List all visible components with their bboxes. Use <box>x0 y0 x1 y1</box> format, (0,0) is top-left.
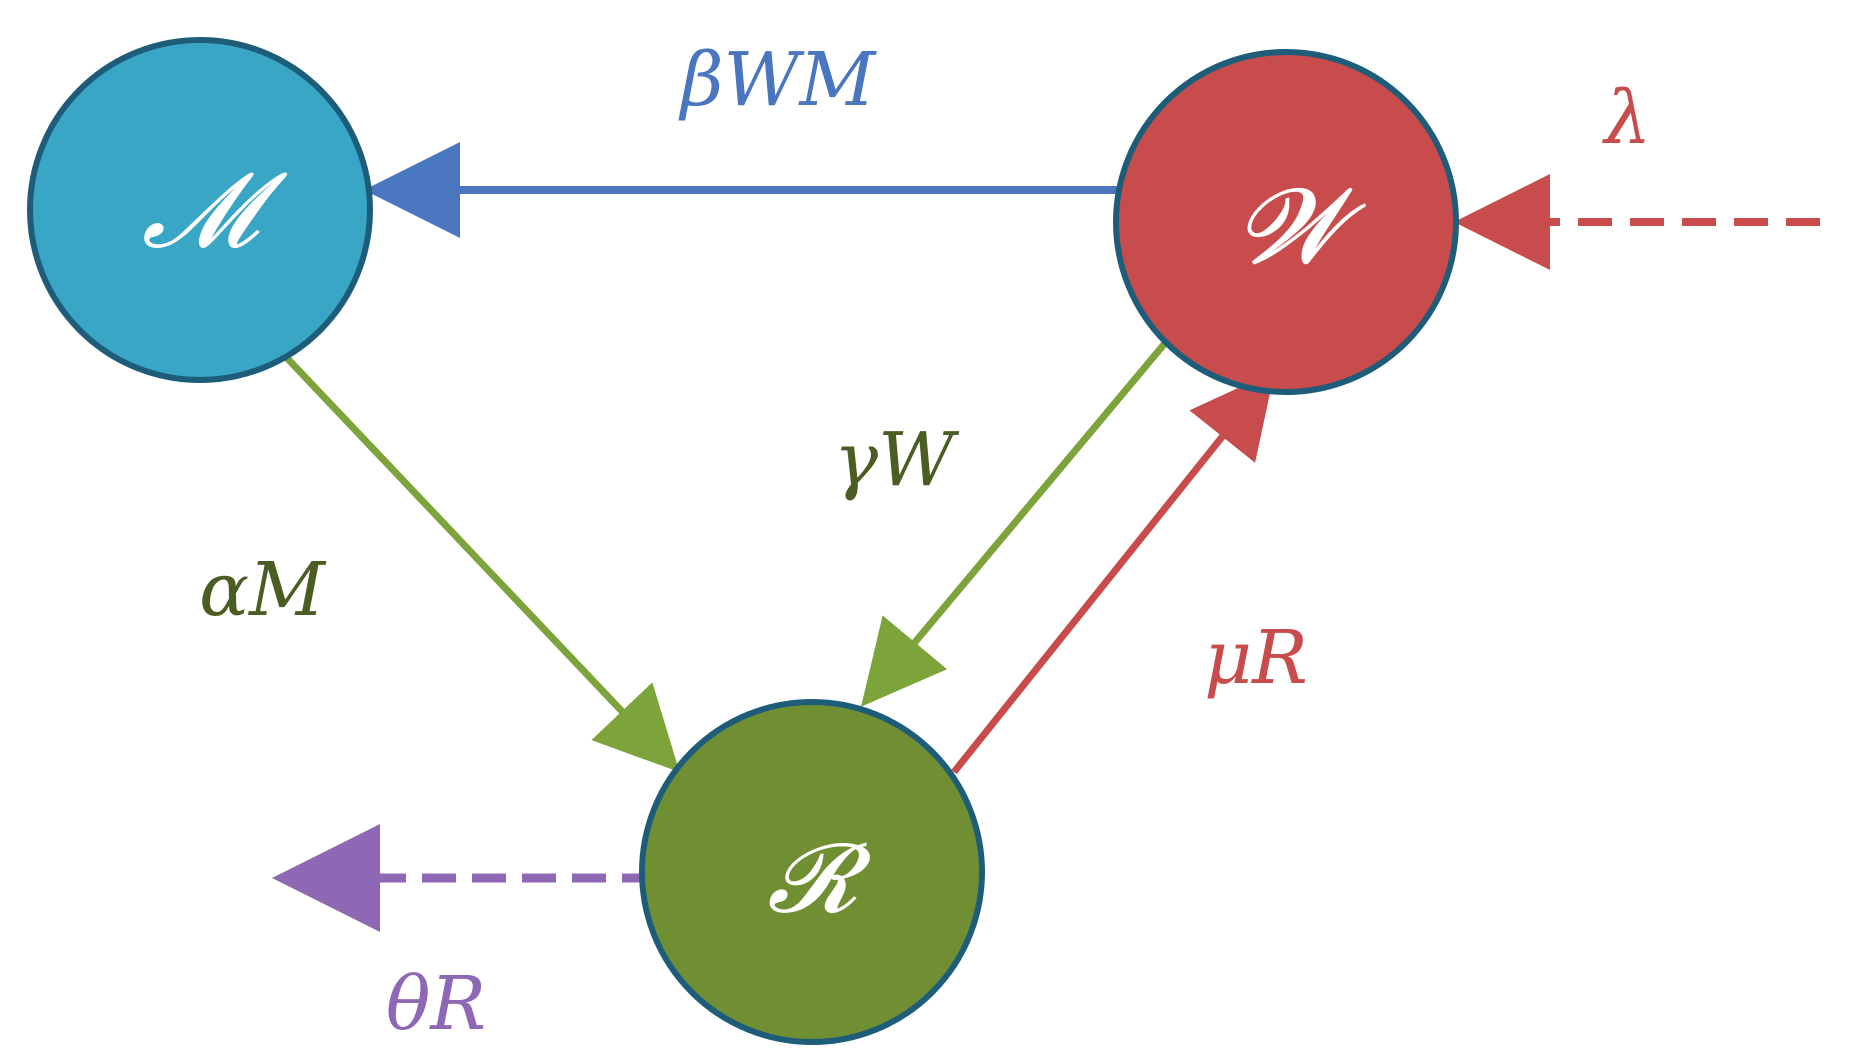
node-m-circle <box>27 37 373 383</box>
node-w-circle <box>1113 49 1459 395</box>
label-lambda: λ <box>1602 75 1652 161</box>
edge-r-to-w <box>951 371 1275 775</box>
node-w-label: 𝓦 <box>1238 165 1367 287</box>
label-theta-r: θR <box>386 961 486 1047</box>
edge-w-to-r <box>861 327 1179 707</box>
node-r-label: 𝓡 <box>767 822 872 934</box>
edge-m-to-r <box>265 335 680 773</box>
label-alpha-m: αM <box>199 547 327 633</box>
node-r-circle <box>639 699 985 1045</box>
label-gamma-w: γW <box>834 417 960 503</box>
label-beta-wm: βWM <box>678 37 878 123</box>
label-mu-r: μR <box>1204 615 1308 701</box>
